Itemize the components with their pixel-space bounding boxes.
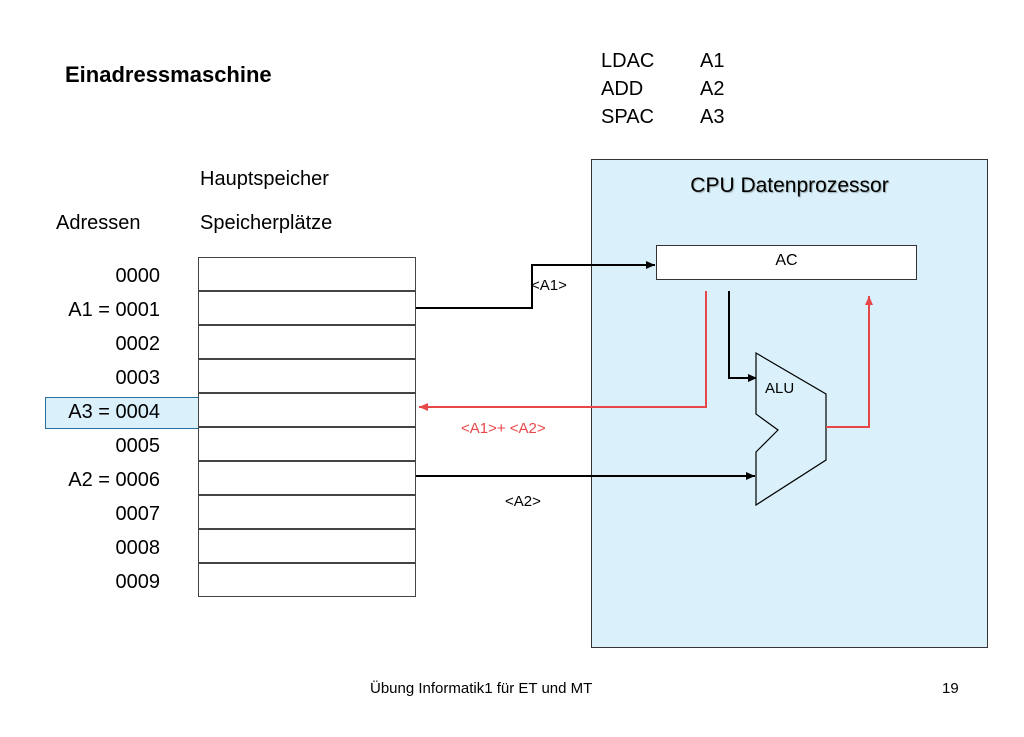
address-label: 0000	[115, 265, 161, 287]
address-label: 0008	[115, 537, 161, 559]
memory-cell	[198, 325, 416, 359]
instruction-op-3: SPAC	[601, 106, 654, 128]
sum-arrow-label: <A1>+ <A2>	[461, 420, 546, 437]
memory-cell	[198, 291, 416, 325]
store-to-a3-arrow	[419, 291, 707, 411]
cells-column-header: Speicherplätze	[200, 212, 333, 234]
memory-cell	[198, 257, 416, 291]
a1-load-arrow	[416, 261, 655, 309]
address-label: A2 = 0006	[68, 469, 160, 491]
instruction-arg-2: A2	[700, 78, 725, 100]
memory-cell	[198, 393, 416, 427]
address-label: 0007	[115, 503, 161, 525]
alu-to-ac-arrow	[826, 296, 873, 428]
memory-cell	[198, 563, 416, 597]
memory-cell	[198, 461, 416, 495]
memory-cell	[198, 427, 416, 461]
page-number: 19	[942, 680, 959, 697]
memory-cell	[198, 529, 416, 563]
instruction-arg-3: A3	[700, 106, 725, 128]
address-label: 0003	[115, 367, 161, 389]
footer-text: Übung Informatik1 für ET und MT	[370, 680, 593, 697]
address-label: 0005	[115, 435, 161, 457]
memory-cell	[198, 359, 416, 393]
instruction-arg-1: A1	[700, 50, 725, 72]
address-label: 0009	[115, 571, 161, 593]
alu-label: ALU	[765, 380, 795, 397]
address-label: A1 = 0001	[68, 299, 160, 321]
cpu-title: CPU Datenprozessor	[690, 174, 889, 197]
a1-arrow-label: <A1>	[531, 277, 567, 294]
instruction-op-2: ADD	[601, 78, 644, 100]
addresses-column-header: Adressen	[56, 212, 141, 234]
accumulator-register	[656, 245, 917, 280]
ac-to-alu-arrow	[728, 291, 757, 382]
memory-cell	[198, 495, 416, 529]
address-label-highlighted: A3 = 0004	[68, 401, 160, 423]
address-label: 0002	[115, 333, 161, 355]
highlighted-address-box	[45, 397, 199, 429]
slide-title: Einadressmaschine	[65, 62, 272, 87]
alu-shape	[755, 351, 827, 507]
instruction-op-1: LDAC	[601, 50, 655, 72]
memory-heading: Hauptspeicher	[200, 168, 329, 190]
a2-arrow-label: <A2>	[505, 493, 541, 510]
accumulator-label: AC	[775, 252, 798, 269]
